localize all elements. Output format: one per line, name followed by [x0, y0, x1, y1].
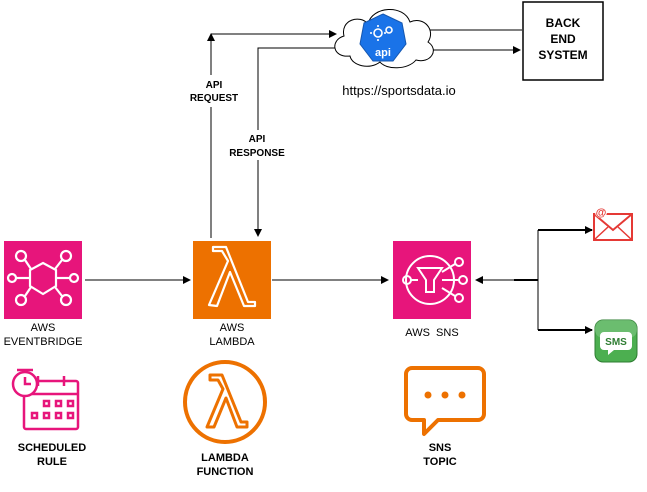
api-hexagon-icon [359, 13, 407, 62]
scheduled-rule-line2: RULE [37, 456, 67, 468]
backend-system-box: BACK END SYSTEM [522, 1, 604, 81]
api-badge-text: api [375, 47, 391, 59]
api-request-label-line2: REQUEST [190, 93, 238, 104]
sns-label: AWS SNS [405, 327, 458, 339]
api-cloud: api [334, 9, 434, 69]
lambda-function-line1: LAMBDA [201, 452, 249, 464]
eventbridge-node: AWS EVENTBRIDGE [4, 241, 83, 348]
scheduled-rule-legend: SCHEDULED RULE [11, 368, 87, 468]
sns-node: AWS SNS [393, 241, 471, 339]
connectors [85, 26, 593, 334]
api-response-label: API RESPONSE [222, 130, 292, 160]
sns-topic-line1: SNS [429, 442, 452, 454]
edge-api-response [254, 47, 348, 237]
email-icon: @ [593, 206, 633, 241]
backend-line2: END [550, 32, 576, 46]
scheduled-rule-line1: SCHEDULED [18, 442, 87, 454]
lambda-icon [193, 241, 271, 319]
sns-topic-line2: TOPIC [423, 456, 456, 468]
lambda-function-icon [183, 360, 267, 444]
backend-line3: SYSTEM [538, 48, 587, 62]
sns-topic-legend: SNS TOPIC [404, 366, 486, 468]
lambda-function-legend: LAMBDA FUNCTION [183, 360, 267, 478]
eventbridge-label-line1: AWS [31, 322, 56, 334]
api-url-label: https://sportsdata.io [342, 83, 455, 98]
lambda-node: AWS LAMBDA [193, 241, 271, 348]
sms-text: SMS [605, 337, 627, 348]
calendar-clock-icon [11, 368, 80, 431]
lambda-function-line2: FUNCTION [197, 466, 254, 478]
gears-icon [370, 25, 393, 41]
chat-bubble-icon [404, 366, 486, 436]
api-response-label-line2: RESPONSE [229, 148, 285, 159]
api-request-label-line1: API [206, 80, 223, 91]
api-response-label-line1: API [249, 134, 266, 145]
eventbridge-label-line2: EVENTBRIDGE [4, 336, 83, 348]
lambda-label-line1: AWS [220, 322, 245, 334]
lambda-label-line2: LAMBDA [209, 336, 255, 348]
backend-line1: BACK [546, 16, 581, 30]
api-request-label: API REQUEST [185, 75, 245, 107]
email-at-symbol: @ [596, 207, 607, 219]
sms-icon: SMS [594, 319, 638, 363]
